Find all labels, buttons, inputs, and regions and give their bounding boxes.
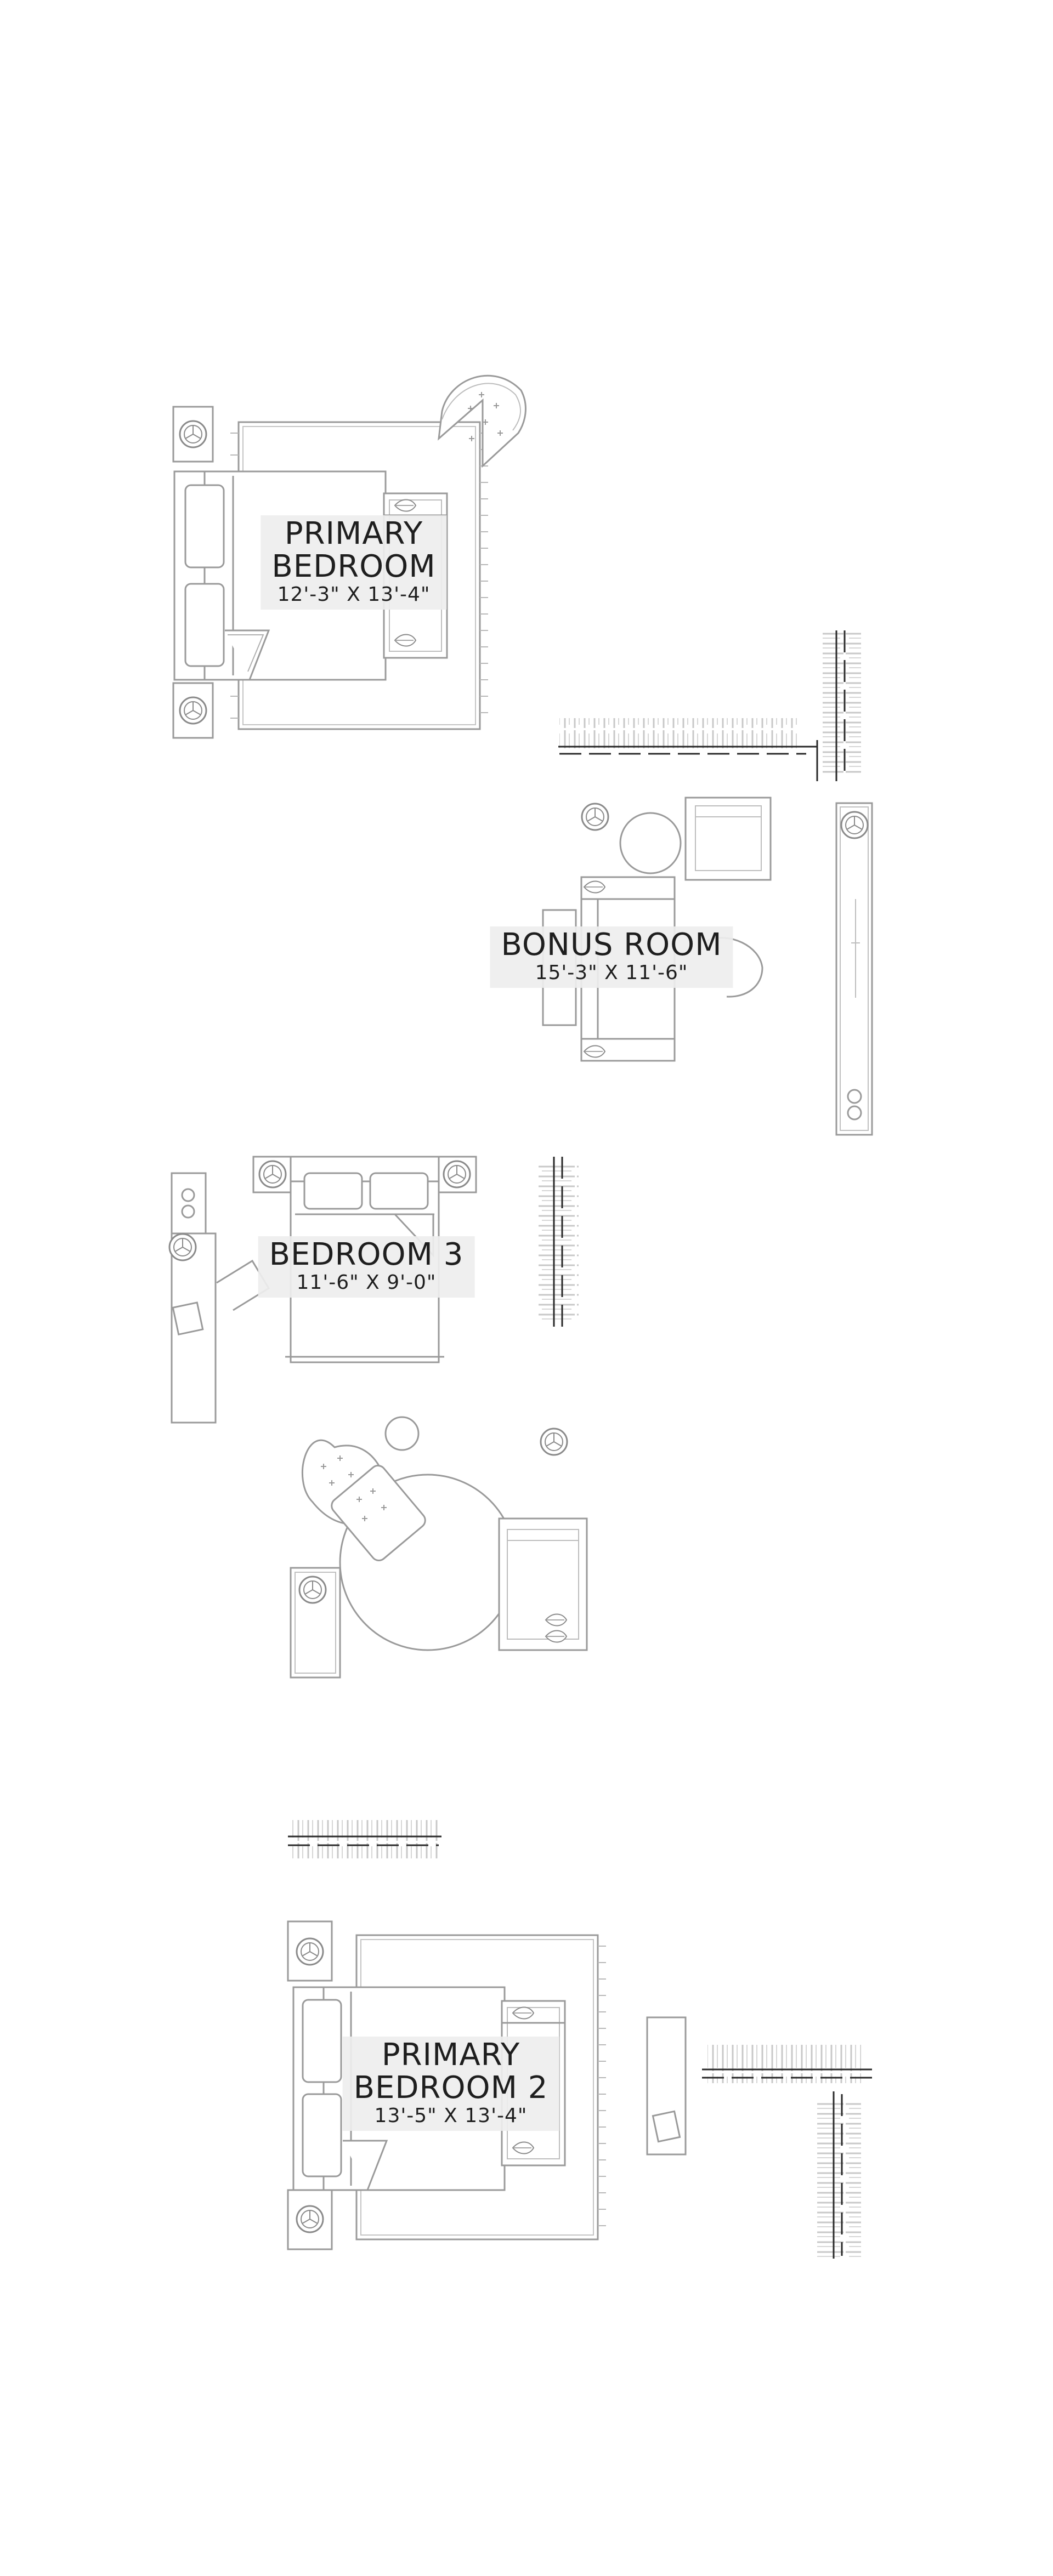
armchair-icon: [684, 797, 772, 881]
dresser-icon: [646, 2016, 687, 2156]
room-dimensions: 12'-3" X 13'-4": [277, 583, 431, 606]
closet-rod-icon: [702, 2045, 872, 2259]
armchair-icon: [498, 1517, 588, 1651]
room-dimensions: 11'-6" X 9'-0": [296, 1271, 437, 1294]
closet-rod-icon: [288, 1820, 441, 1858]
room-dimensions: 15'-3" X 11'-6": [535, 962, 688, 984]
room-name: BEDROOM 3: [269, 1237, 464, 1272]
room-label-primary-bedroom-2: PRIMARY BEDROOM 2 13'-5" X 13'-4": [342, 2037, 559, 2131]
sitting-area-furniture: [290, 1416, 588, 1679]
desk-icon: [171, 1172, 270, 1424]
side-table-icon: [290, 1567, 341, 1679]
room-label-bedroom-3: BEDROOM 3 11'-6" X 9'-0": [258, 1236, 475, 1298]
room-name: BEDROOM 2: [353, 2070, 548, 2106]
tufted-chair-icon: [301, 1439, 426, 1561]
room-name: BEDROOM: [271, 549, 436, 584]
room-name: BONUS ROOM: [501, 927, 722, 963]
tufted-chair-icon: [438, 374, 526, 468]
room-label-bonus-room: BONUS ROOM 15'-3" X 11'-6": [490, 926, 733, 988]
side-table-icon: [619, 812, 682, 874]
room-label-primary-bedroom: PRIMARY BEDROOM 12'-3" X 13'-4": [261, 515, 447, 610]
room-name: PRIMARY: [284, 516, 423, 551]
closet-rod-icon: [558, 630, 861, 781]
lamp-icon: [179, 696, 207, 725]
room-name: PRIMARY: [381, 2037, 520, 2073]
dresser-icon: [835, 802, 873, 1136]
area-rug-icon: [230, 421, 488, 730]
room-dimensions: 13'-5" X 13'-4": [374, 2105, 528, 2127]
closet-rod-icon: [537, 1157, 579, 1327]
